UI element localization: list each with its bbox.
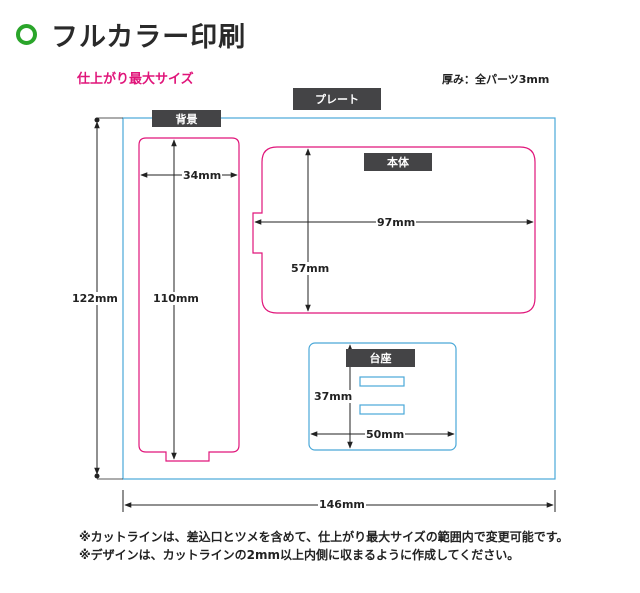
background-width-label: 34mm xyxy=(182,169,223,182)
base-slot-bottom xyxy=(359,404,405,415)
thickness-label: 厚み：全パーツ3mm xyxy=(442,73,550,86)
background-tag: 背景 xyxy=(152,110,221,127)
note-design: ※デザインは、カットラインの2mm以上内側に収まるように作成してください。 xyxy=(79,548,520,562)
plate-width-label: 146mm xyxy=(318,498,366,511)
plate-outline xyxy=(122,117,556,480)
base-height-label: 37mm xyxy=(313,390,354,403)
notes: ※カットラインは、差込口とツメを含めて、仕上がり最大サイズの範囲内で変更可能です… xyxy=(79,528,569,564)
note-cutline: ※カットラインは、差込口とツメを含めて、仕上がり最大サイズの範囲内で変更可能です… xyxy=(79,530,569,544)
base-slot-top xyxy=(359,376,405,387)
base-width-label: 50mm xyxy=(365,428,406,441)
page-title: フルカラー印刷 xyxy=(51,21,247,53)
base-outline xyxy=(308,342,457,451)
body-cutline xyxy=(252,146,536,314)
base-tag: 台座 xyxy=(346,349,415,367)
plate-tag: プレート xyxy=(293,88,381,110)
background-height-label: 110mm xyxy=(152,292,200,305)
circle-bullet-icon xyxy=(16,23,37,45)
body-height-label: 57mm xyxy=(290,262,331,275)
body-width-label: 97mm xyxy=(376,216,417,229)
max-size-label: 仕上がり最大サイズ xyxy=(77,72,194,87)
background-cutline xyxy=(138,137,240,462)
title-row: フルカラー印刷 xyxy=(16,14,246,54)
body-tag: 本体 xyxy=(364,153,432,171)
plate-height-label: 122mm xyxy=(71,292,119,305)
